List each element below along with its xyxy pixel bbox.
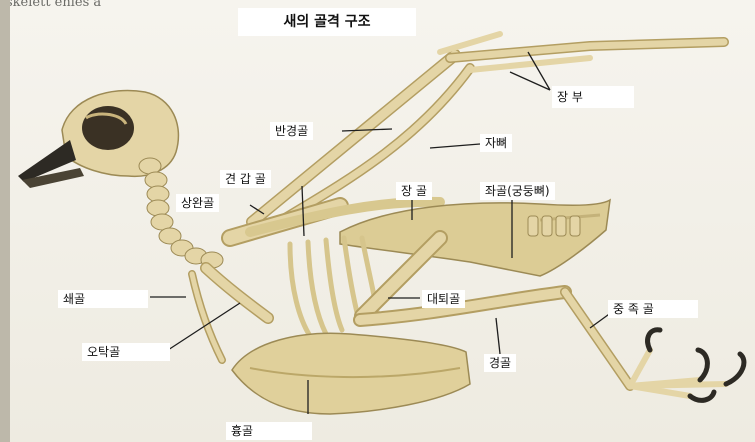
- sternum-bone: [232, 333, 470, 414]
- label-carpometacarpus: 장 부: [552, 86, 634, 108]
- label-coracoid: 오탁골: [82, 343, 170, 361]
- label-ilium: 장 골: [396, 182, 432, 200]
- label-femur: 대퇴골: [422, 290, 465, 308]
- label-scapula: 견 갑 골: [220, 170, 271, 188]
- label-humerus: 상완골: [176, 194, 219, 212]
- label-tarsometatarsus: 중 족 골: [608, 300, 698, 318]
- label-tibia: 경골: [484, 354, 516, 372]
- pelvis: [340, 200, 610, 276]
- shoulder-girdle: [192, 268, 268, 360]
- diagram-title: 새의 골격 구조: [238, 8, 416, 36]
- neck-vertebrae: [139, 158, 223, 268]
- page-edge-shadow: [0, 0, 10, 442]
- label-ischium: 좌골(궁둥뼈): [480, 182, 555, 200]
- label-furcula: 쇄골: [58, 290, 148, 308]
- eye-socket: [82, 106, 134, 150]
- label-sternum: 흉골: [226, 422, 312, 440]
- label-ulna: 자뼈: [480, 134, 512, 152]
- label-radius: 반경골: [270, 122, 313, 140]
